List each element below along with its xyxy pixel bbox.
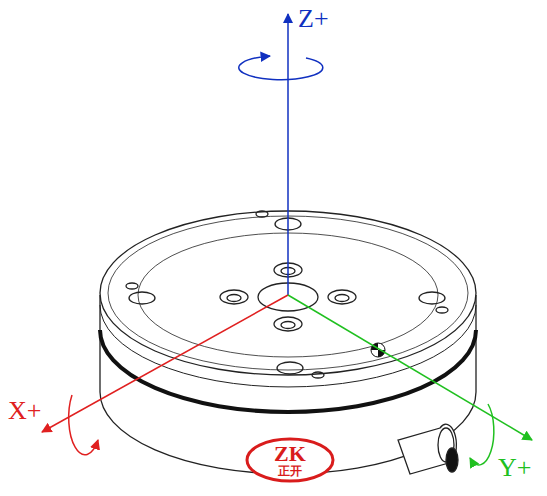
axis-label: X+ bbox=[8, 398, 41, 424]
axis-label: Z+ bbox=[298, 6, 329, 32]
logo-text: ZK bbox=[245, 443, 335, 465]
axis-label: Y+ bbox=[498, 455, 531, 481]
logo-badge: ZK正开 bbox=[245, 437, 335, 483]
logo-text: 正开 bbox=[245, 465, 335, 477]
